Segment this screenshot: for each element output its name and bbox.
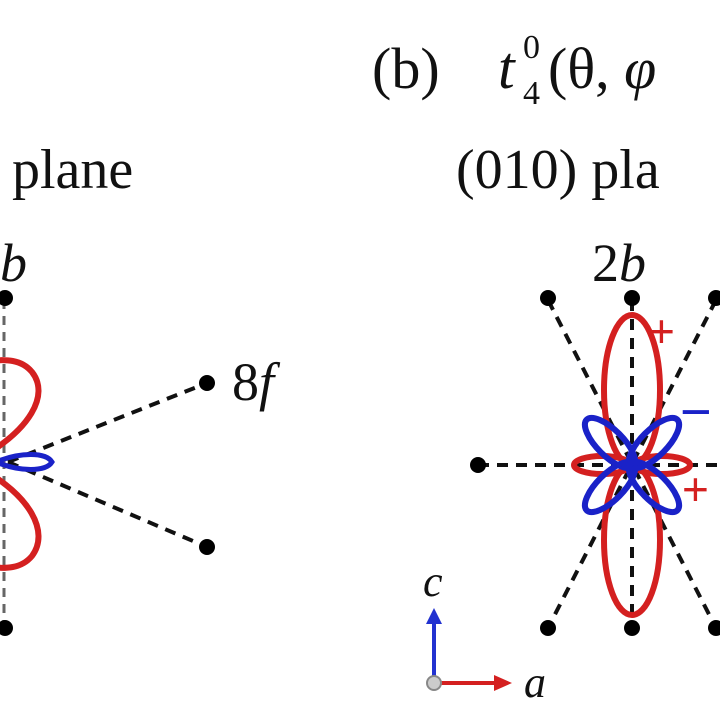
panel-b-sign-right-negative: − [680,382,712,442]
panel-b-sign-top-positive: + [648,305,675,357]
panel-b-atoms [470,290,720,636]
panel-b-atom [624,620,640,636]
panel-b-bonds [478,299,720,629]
panel-b-function-symbol: t [498,35,516,101]
arrow-up-icon [426,608,442,624]
arrow-right-icon [494,675,512,691]
panel-a: plane b 8f [0,139,281,636]
panel-b: (b) t 0 4 (θ, φ (010) pla 2b [372,29,720,636]
panel-b-function-superscript: 0 [523,29,540,66]
panel-b-site-top-label: 2b [592,233,646,293]
panel-b-plane-label: (010) pla [456,139,660,201]
panel-b-negative-lobes [581,414,683,516]
axis-c-label: c [423,557,443,606]
panel-b-atom [540,290,556,306]
axes-origin [426,675,442,691]
panel-a-atom-8f-lower [199,539,215,555]
axes-indicator: c a [423,557,546,707]
panel-a-positive-lobe-top [0,357,42,449]
panel-a-positive-lobe-bottom [0,476,42,571]
panel-b-atom [540,620,556,636]
panel-b-negative-lobe-lr [625,458,683,516]
panel-a-negative-lobe [0,452,55,472]
panel-b-function-args: (θ, φ [548,36,656,101]
panel-a-bond-upper [7,381,208,464]
panel-a-atom-top [0,290,13,306]
panel-a-atom-8f-upper [199,375,215,391]
panel-b-atom [708,620,720,636]
panel-a-bond-lower [7,460,208,549]
panel-b-atom [624,290,640,306]
panel-b-sign-right-positive: + [682,463,709,515]
panel-a-plane-label: plane [12,139,133,201]
panel-a-site-8f-label: 8f [232,352,281,412]
axis-a-label: a [524,658,546,707]
panel-b-function-subscript: 4 [523,75,540,112]
panel-a-atom-bottom [0,620,13,636]
panel-a-site-top-label: b [0,233,27,293]
panel-b-atom [708,290,720,306]
panel-b-tag: (b) [372,36,440,101]
panel-b-atom [470,457,486,473]
